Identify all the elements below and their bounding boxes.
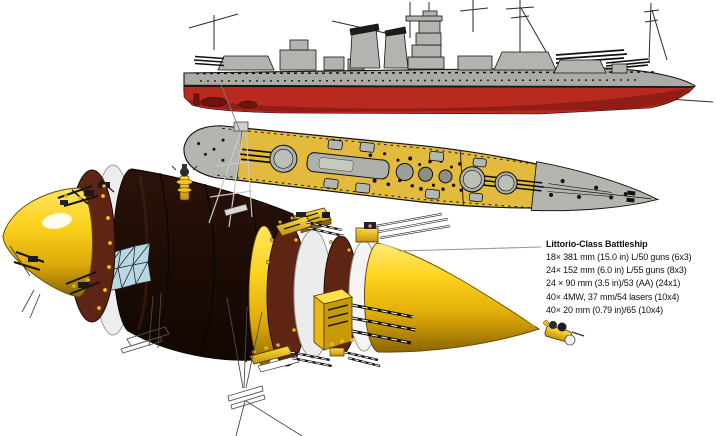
funnel-fore-cap [384,26,407,37]
stern-skegs [193,93,258,109]
annotation-title: Littorio-Class Battleship [546,239,648,249]
tower-tier-4 [418,20,441,34]
conning-tower-top [395,162,414,181]
tower-tier-1 [407,56,445,70]
gun-cluster-bottom-mid [249,343,333,373]
funnel-aft [349,28,381,69]
leader-line [398,246,542,252]
a-turret [553,59,607,74]
bow-deck-marks [539,178,652,203]
stern-deck-marks [197,138,225,162]
rigging-lines [21,289,303,436]
aft-deckhouse [279,49,317,71]
rangefinder-bar [405,15,443,22]
side-superstructure [193,10,651,74]
forward-turrets-top [459,166,544,195]
gun-cluster-top-right [355,212,451,243]
b-turret [493,51,557,71]
center-turret [313,288,417,351]
nose-cone [2,187,94,298]
funnel-top-aft [418,166,434,182]
secondary-turret-1 [323,56,345,71]
nose-gun-cluster-bottom [65,271,101,313]
annotation-panel: Littorio-Class Battleship 18× 381 mm (15… [546,238,716,317]
center-turret-barrels [351,303,417,345]
annotation-spec-line: 40× 20 mm (0.79 in)/65 (10x4) [546,304,663,315]
side-masts-rigging [188,0,714,103]
aft-tower [289,39,309,51]
stern-tripod-mast [208,84,253,228]
tail-cone [363,242,541,353]
annotation-spec-line: 24× 152 mm (6.0 in) L/55 guns (8x3) [546,265,687,276]
bow-secondary-turret [611,63,628,74]
annotation-spec-line: 18× 381 mm (15.0 in) L/50 guns (6x3) [546,252,692,262]
side-hull-red-shadow [190,88,690,112]
annotation-spec-line: 40× 4MW, 37 mm/54 lasers (10x4) [546,291,680,302]
nose-gun-cluster-top [57,175,115,207]
tower-tier-2 [411,44,442,58]
tip-antenna [543,320,585,346]
nose-gun-cluster-left [9,245,45,277]
bow-secondary-barrel [626,64,646,68]
tower-tier-3 [415,32,442,46]
bow-deck-gray [530,161,659,212]
stern-deck-gray [183,125,244,181]
funnel-aft-cap [349,23,380,36]
aft-turret-barrels [193,55,225,67]
funnel-fore [383,31,409,69]
plan-deck-gray-sections [183,125,659,212]
aft-main-turret [217,55,275,71]
citadel-superstructure [306,152,453,184]
gun-cluster-top-mid [275,212,345,238]
secondary-turrets-top [323,139,487,203]
tail-cone-highlight [379,243,536,327]
waterline [183,85,693,88]
battleship-side-view [183,0,714,115]
deck-hydrant [171,164,198,201]
battleship-top-view [183,125,660,212]
gun-cluster-bottom-right [329,338,381,368]
midship-deckhouse [457,55,493,71]
cockpit-window [42,213,72,229]
funnel-top-fore [438,169,453,184]
annotation-spec-line: 24 × 90 mm (3.5 in)/53 (AA) (24x1) [546,278,681,289]
